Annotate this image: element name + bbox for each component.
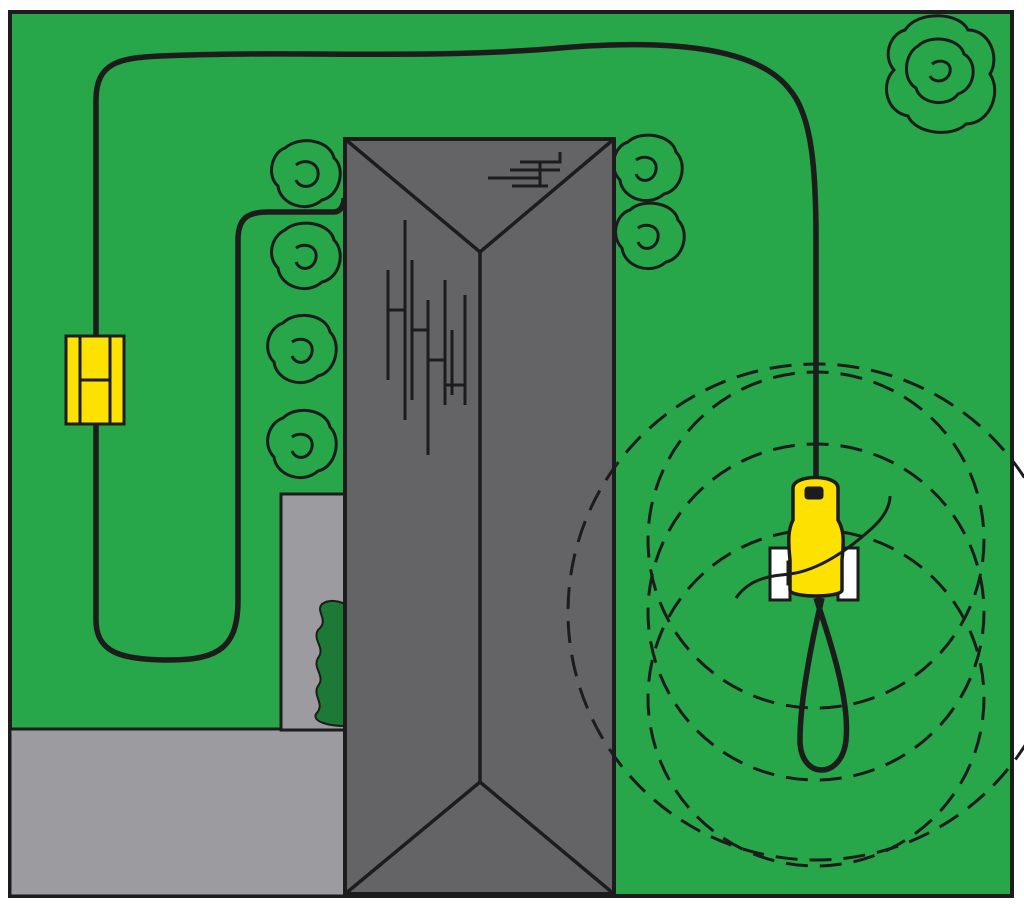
- irrigation-hose: [93, 41, 850, 773]
- control-box: [64, 334, 126, 426]
- roof-shingle-marks: [386, 152, 562, 455]
- shrubs: [266, 133, 686, 480]
- driveway: [8, 727, 348, 898]
- traveling-sprinkler: [734, 475, 892, 602]
- house-roof: [343, 137, 616, 896]
- tree: [885, 14, 997, 134]
